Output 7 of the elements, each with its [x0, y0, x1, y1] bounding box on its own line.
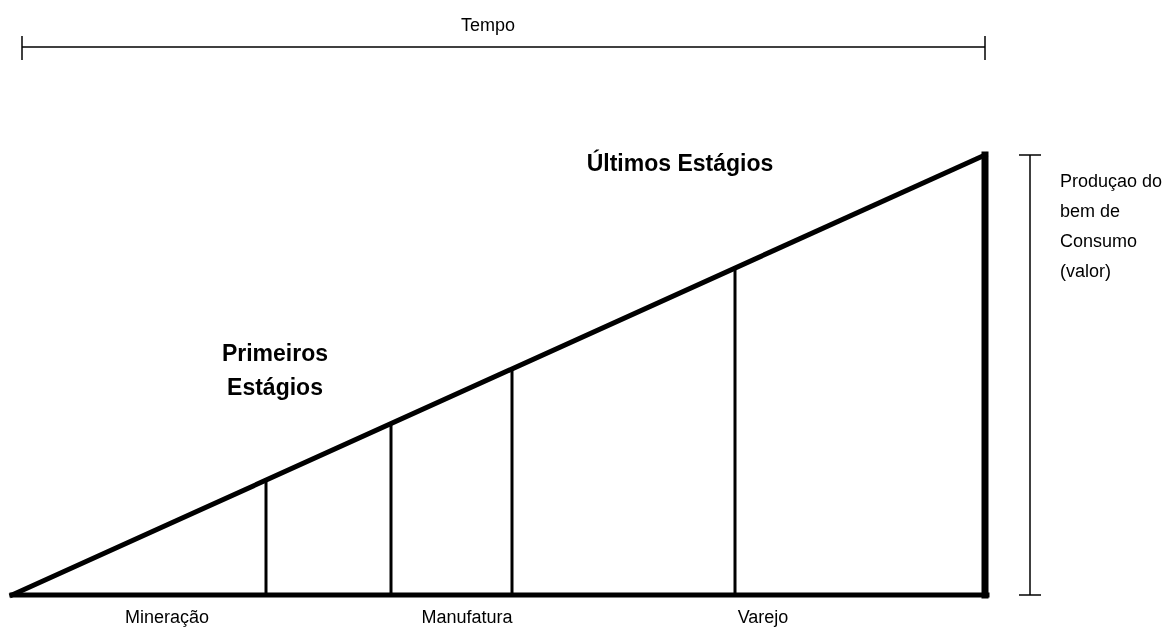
stage-name: Varejo — [736, 606, 790, 629]
stage-name: Mineração — [123, 606, 210, 629]
axis-label: Tempo — [460, 14, 516, 37]
stage-label: Últimos Estágios — [585, 148, 775, 178]
stage-name: Manufatura — [420, 606, 514, 629]
stage-label: Primeiros Estágios — [220, 339, 330, 402]
axis-label: Produçao do bem de Consumo (valor) — [1060, 170, 1164, 283]
